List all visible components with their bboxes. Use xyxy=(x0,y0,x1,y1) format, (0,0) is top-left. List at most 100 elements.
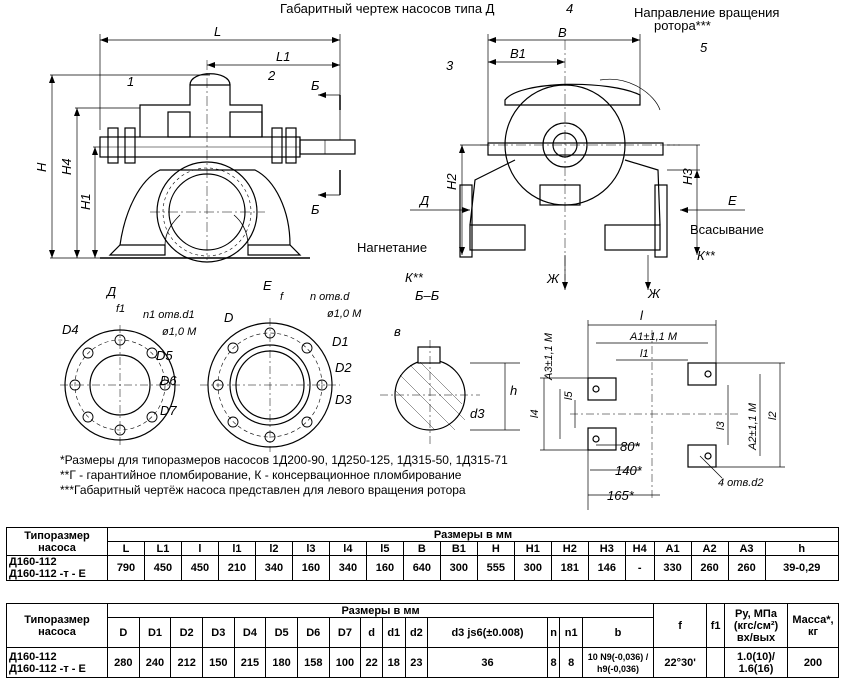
t1-header-5: l3 xyxy=(291,541,330,556)
tolerance-1: ø1,0 M xyxy=(162,326,197,338)
t2-val-d: 22 xyxy=(360,647,383,678)
view-d-arrow: Д xyxy=(418,193,429,208)
base-l4: l4 xyxy=(529,409,541,418)
t1-val-B: 640 xyxy=(402,555,441,581)
t1-val-A3: 260 xyxy=(727,555,766,581)
dim-H4: H4 xyxy=(59,158,74,175)
t1-val-l1: 210 xyxy=(217,555,256,581)
t2-header-10: d2 xyxy=(404,617,429,648)
shaft-h: h xyxy=(510,383,517,398)
dim-H: H xyxy=(34,162,49,172)
t1-val-l5: 160 xyxy=(365,555,404,581)
dim-f: f xyxy=(280,291,284,303)
rotation-label-1: Направление вращения xyxy=(634,5,779,20)
base-A1: A1±1,1 M xyxy=(629,331,678,343)
base-l3: l3 xyxy=(715,421,727,430)
view-zh-1: Ж xyxy=(546,271,560,286)
seal-k-left: К** xyxy=(405,270,424,285)
suction-label: Всасывание xyxy=(690,222,764,237)
t2-header-8: d xyxy=(360,617,383,648)
t1-header-9: B1 xyxy=(439,541,478,556)
section-b-bottom: Б xyxy=(311,202,320,217)
t2-val-D5: 180 xyxy=(265,647,298,678)
t1-val-l4: 340 xyxy=(328,555,367,581)
t1-val-B1: 300 xyxy=(439,555,478,581)
t1-model-2: Д160-112 -т - Е xyxy=(9,568,86,580)
callout-1: 1 xyxy=(127,74,134,89)
view-d-title: Д xyxy=(105,284,116,299)
t1-models: Д160-112 Д160-112 -т - Е xyxy=(6,555,108,581)
t2-models: Д160-112 Д160-112 -т - Е xyxy=(6,647,108,678)
t1-group-header: Размеры в мм xyxy=(107,527,839,542)
pump-front-view xyxy=(99,60,356,263)
t2-header-3: D3 xyxy=(201,617,235,648)
note-2: **Г - гарантийное пломбирование, К - кон… xyxy=(60,468,462,482)
base-l1: l1 xyxy=(640,348,649,360)
t1-header-6: l4 xyxy=(328,541,367,556)
base-plan xyxy=(570,330,740,500)
dim-H2: H2 xyxy=(444,173,459,190)
dim-D1: D1 xyxy=(332,334,349,349)
t2-val-pressure: 1.0(10)/ 1.6(16) xyxy=(724,647,788,678)
t2-val-D4: 215 xyxy=(233,647,267,678)
t2-mass-header: Масса*, кг xyxy=(787,603,839,648)
rotation-label-2: ротора*** xyxy=(654,18,711,33)
t1-header-15: A1 xyxy=(653,541,692,556)
t2-type-header: Типоразмер насоса xyxy=(6,603,108,648)
t2-val-D3: 150 xyxy=(201,647,235,678)
t2-model-1: Д160-112 xyxy=(9,650,57,663)
t2-val-d3: 36 xyxy=(427,647,548,678)
callout-4: 4 xyxy=(566,1,573,16)
t2-val-D: 280 xyxy=(107,647,140,678)
shaft-b: в xyxy=(394,324,401,339)
t1-val-h: 39-0,29 xyxy=(764,555,840,581)
base-A3: A3±1,1 M xyxy=(543,332,555,381)
t1-header-13: H3 xyxy=(587,541,626,556)
view-e-arrow: Е xyxy=(728,193,737,208)
dim-D7: D7 xyxy=(160,403,177,418)
t2-pressure-header: Pу, МПа (кгс/см²) вх/вых xyxy=(724,603,788,648)
t1-header-17: A3 xyxy=(727,541,766,556)
dim-L: L xyxy=(214,24,221,39)
t1-header-0: L xyxy=(107,541,145,556)
t2-val-D2: 212 xyxy=(170,647,203,678)
t1-val-l2: 340 xyxy=(254,555,293,581)
t1-header-3: l1 xyxy=(217,541,256,556)
t1-header-10: H xyxy=(476,541,515,556)
t2-header-0: D xyxy=(107,617,140,648)
note-3: ***Габаритный чертёж насоса представлен … xyxy=(60,483,466,497)
seal-k-right: К** xyxy=(697,248,716,263)
t2-group-header: Размеры в мм xyxy=(106,603,655,618)
dim-B1: B1 xyxy=(510,46,526,61)
t1-header-16: A2 xyxy=(690,541,729,556)
shaft-d3: d3 xyxy=(470,406,485,421)
dim-D4: D4 xyxy=(62,322,79,337)
pump-side-view xyxy=(459,40,680,280)
t2-header-5: D5 xyxy=(265,617,298,648)
t2-header-7: D7 xyxy=(328,617,362,648)
flange-view-d xyxy=(60,325,180,445)
view-zh-2: Ж xyxy=(647,286,661,301)
t2-header-6: D6 xyxy=(296,617,330,648)
t2-val-f: 22°30' xyxy=(653,647,708,678)
dim-D3: D3 xyxy=(335,392,352,407)
shaft-section xyxy=(380,340,520,445)
t2-header-9: d1 xyxy=(381,617,406,648)
t1-val-A1: 330 xyxy=(653,555,692,581)
t1-val-H: 555 xyxy=(476,555,515,581)
t1-header-4: l2 xyxy=(254,541,293,556)
t1-header-2: l xyxy=(180,541,219,556)
t2-val-D6: 158 xyxy=(296,647,330,678)
t1-val-l3: 160 xyxy=(291,555,330,581)
section-b-top: Б xyxy=(311,78,320,93)
t1-val-L: 790 xyxy=(107,555,145,581)
t1-header-8: B xyxy=(402,541,441,556)
t2-val-d2: 23 xyxy=(404,647,429,678)
t2-val-n: 8 xyxy=(546,647,561,678)
base-A2: A2±1,1 M xyxy=(747,402,759,451)
t2-header-14: b xyxy=(582,617,655,648)
t1-val-H3: 146 xyxy=(587,555,626,581)
base-l2: l2 xyxy=(767,411,779,420)
t2-header-13: n1 xyxy=(559,617,584,648)
